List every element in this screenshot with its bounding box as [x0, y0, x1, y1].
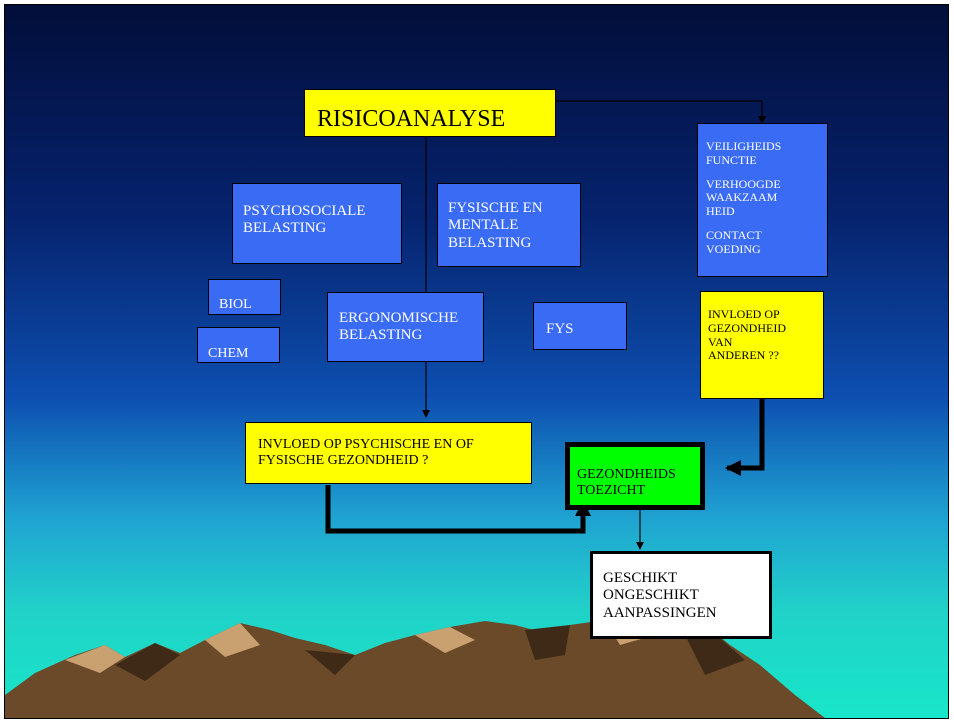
uitkomst-line-2: ONGESCHIKT [603, 587, 699, 604]
psychosociale-line-2: BELASTING [243, 220, 327, 237]
fys-box: FYS [533, 302, 627, 350]
psychosociale-line-1: PSYCHOSOCIALE [243, 203, 366, 219]
veiligheid-line-3: VERHOOGDE [706, 176, 781, 191]
invloed-psychische-line-1: INVLOED OP PSYCHISCHE EN OF [258, 437, 474, 452]
uitkomst-box: GESCHIKT ONGESCHIKT AANPASSINGEN [590, 551, 772, 639]
invloed-anderen-line-2: GEZONDHEID [708, 320, 786, 335]
connector-invloed-toezicht [325, 485, 591, 534]
fysische-line-2: MENTALE [448, 217, 519, 234]
ergonomische-line-1: ERGONOMISCHE [339, 310, 459, 326]
risicoanalyse-box: RISICOANALYSE [304, 89, 556, 137]
invloed-anderen-line-3: VAN [708, 334, 733, 349]
invloed-anderen-line-4: ANDEREN ?? [708, 348, 779, 363]
slide: RISICOANALYSE PSYCHOSOCIALE BELASTING FY… [4, 4, 949, 719]
biol-box: BIOL [208, 279, 281, 315]
risicoanalyse-text: RISICOANALYSE [317, 106, 506, 132]
veiligheid-line-1: VEILIGHEIDS [706, 139, 782, 153]
fysische-box: FYSISCHE EN MENTALE BELASTING [437, 183, 581, 267]
gezondheidstoezicht-box: GEZONDHEIDS TOEZICHT [565, 442, 705, 510]
gezondheidstoezicht-line-2: TOEZICHT [577, 483, 646, 499]
invloed-anderen-box: INVLOED OP GEZONDHEID VAN ANDEREN ?? [700, 291, 824, 399]
veiligheid-line-7: VOEDING [706, 241, 761, 256]
ergonomische-line-2: BELASTING [339, 327, 423, 344]
invloed-psychische-box: INVLOED OP PSYCHISCHE EN OF FYSISCHE GEZ… [245, 422, 532, 484]
mountain-range [5, 617, 825, 718]
veiligheid-line-2: FUNCTIE [706, 152, 757, 167]
chem-text: CHEM [208, 346, 249, 361]
biol-text: BIOL [219, 297, 252, 312]
invloed-psychische-line-2: FYSISCHE GEZONDHEID ? [258, 453, 429, 469]
veiligheid-line-6: CONTACT [706, 227, 762, 242]
psychosociale-box: PSYCHOSOCIALE BELASTING [232, 183, 402, 264]
gezondheidstoezicht-line-1: GEZONDHEIDS [577, 467, 676, 482]
fysische-line-1: FYSISCHE EN [448, 200, 543, 216]
veiligheid-line-4: WAAKZAAM [706, 190, 778, 205]
uitkomst-line-1: GESCHIKT [603, 570, 678, 586]
connector-anderen-toezicht [725, 399, 765, 476]
uitkomst-line-3: AANPASSINGEN [603, 604, 717, 621]
connector-risico-veiligheid [556, 100, 766, 124]
fysische-line-3: BELASTING [448, 234, 532, 251]
slide-artwork [5, 100, 825, 718]
chem-box: CHEM [197, 327, 280, 363]
veiligheid-box: VEILIGHEIDS FUNCTIE VERHOOGDE WAAKZAAM H… [697, 123, 828, 277]
veiligheid-line-5: HEID [706, 204, 735, 219]
invloed-anderen-line-1: INVLOED OP [708, 307, 780, 321]
fys-text: FYS [546, 321, 574, 337]
ergonomische-box: ERGONOMISCHE BELASTING [327, 292, 484, 362]
